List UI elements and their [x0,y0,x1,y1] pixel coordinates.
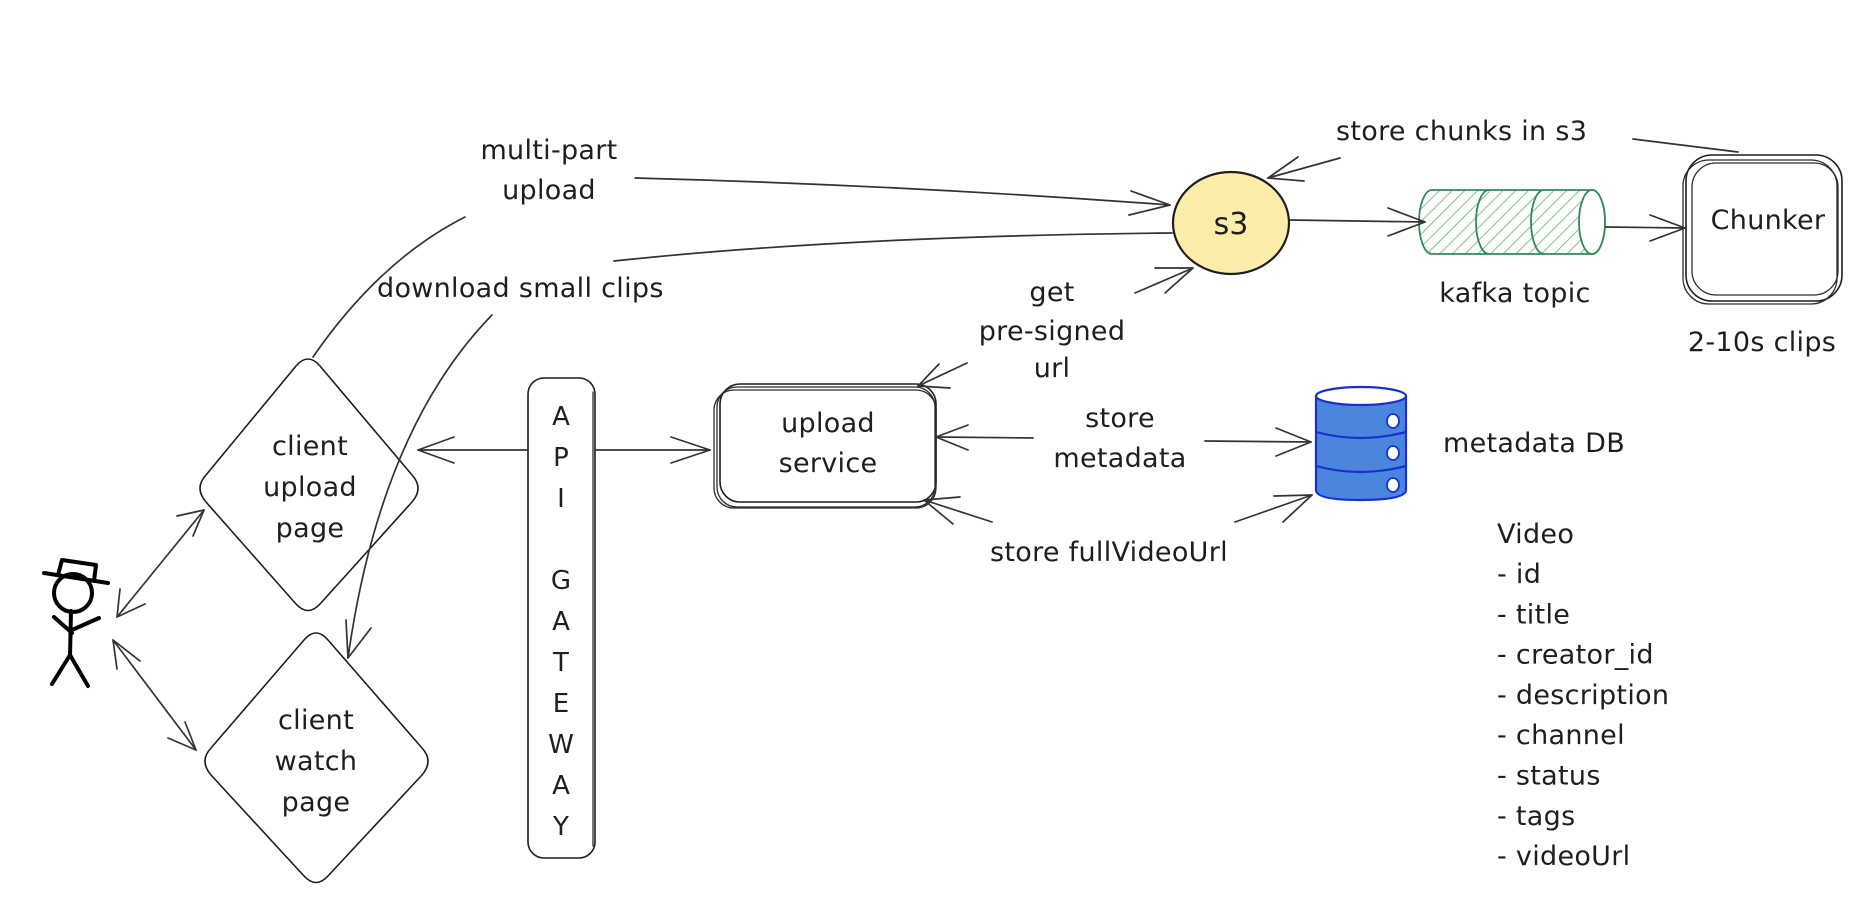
presigned-label-3: url [1034,353,1071,384]
schema-field: - tags [1497,801,1575,832]
user-stick-figure-icon [42,558,110,688]
schema-field: - creator_id [1497,640,1654,671]
edge-presigned-url: get pre-signed url [917,267,1194,389]
schema-field: - description [1497,680,1669,711]
database-icon [1314,385,1408,502]
upload-service-node[interactable]: upload service [713,383,937,509]
client-watch-label-2: watch [275,746,358,777]
client-watch-label-1: client [278,705,354,736]
s3-label: s3 [1214,207,1249,242]
kafka-topic-label: kafka topic [1439,278,1590,309]
download-label: download small clips [377,273,664,304]
api-gateway-letter: I [557,484,565,514]
chunker-label: Chunker [1711,205,1826,236]
upload-service-label-2: service [779,448,878,479]
edge-store-full-video-url: store fullVideoUrl [923,494,1313,568]
edge-store-metadata: store metadata [935,403,1312,474]
edge-user-client-upload [116,509,205,618]
schema-field: - status [1497,761,1601,792]
presigned-label-2: pre-signed [979,316,1126,347]
chunker-node[interactable]: Chunker 2-10s clips [1682,154,1843,358]
client-watch-page-node[interactable]: client watch page [204,632,429,884]
client-upload-label-2: upload [263,472,357,503]
schema-field: - videoUrl [1497,841,1630,872]
client-upload-label-1: client [272,431,348,462]
edge-store-chunks: store chunks in s3 [1267,116,1739,182]
client-upload-page-node[interactable]: client upload page [199,358,419,612]
edge-s3-to-kafka [1289,207,1426,237]
chunker-caption: 2-10s clips [1688,327,1836,358]
edge-api-to-client-upload [417,436,528,464]
api-gateway-letter: G [551,566,571,596]
api-gateway-letter: W [548,730,574,760]
upload-service-label-1: upload [781,408,875,439]
api-gateway-letter: A [552,402,570,432]
schema-field: - channel [1497,720,1625,751]
schema-field: - id [1497,559,1541,590]
edge-user-client-watch [112,639,197,751]
client-upload-label-3: page [276,513,345,544]
store-full-video-url-label: store fullVideoUrl [990,537,1228,568]
presigned-label-1: get [1029,277,1074,308]
client-watch-label-3: page [282,787,351,818]
api-gateway-letter: A [552,607,570,637]
api-gateway-letter: T [552,648,569,678]
edge-kafka-to-chunker [1605,214,1686,242]
store-metadata-label-2: metadata [1053,443,1186,474]
api-gateway-letter: E [553,689,569,719]
video-schema: Video - id - title - creator_id - descripti… [1497,519,1669,872]
api-gateway-letter: Y [552,812,569,842]
api-gateway-letter: P [553,443,569,473]
edge-download-small-clips: download small clips [345,232,1173,659]
edge-api-to-upload-service [595,436,711,464]
api-gateway-letter: A [552,771,570,801]
metadata-db-label: metadata DB [1443,428,1625,459]
store-chunks-label: store chunks in s3 [1336,116,1587,147]
schema-field: - title [1497,599,1570,630]
multipart-label-2: upload [502,175,596,206]
schema-title: Video [1497,519,1574,550]
multipart-label-1: multi-part [480,135,617,166]
s3-node[interactable]: s3 [1171,170,1291,276]
store-metadata-label-1: store [1085,403,1155,434]
metadata-db-node[interactable]: metadata DB [1314,385,1625,502]
kafka-topic-node[interactable]: kafka topic [1418,189,1606,309]
edge-multipart-upload: multi-part upload [312,135,1171,358]
kafka-queue-icon [1418,189,1606,255]
